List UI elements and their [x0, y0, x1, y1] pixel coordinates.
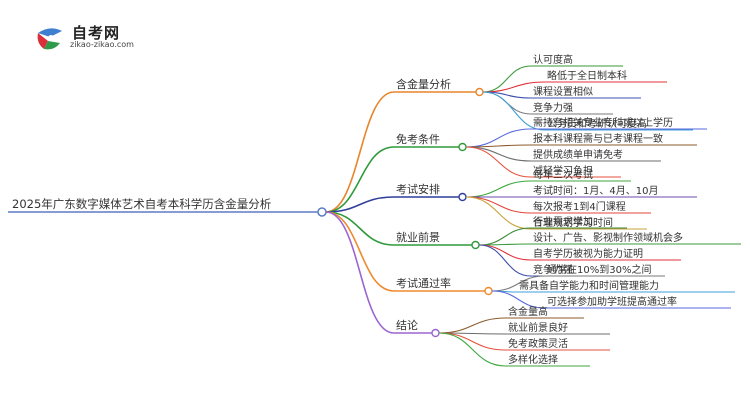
leaf-label[interactable]: 公务员和考研认可度高	[547, 117, 647, 130]
leaf-connector	[491, 290, 546, 309]
leaf-label[interactable]: 含金量高	[508, 305, 548, 318]
branch-node-dot[interactable]	[458, 142, 467, 152]
leaf-label[interactable]: 就业前景良好	[508, 321, 568, 334]
branch-connector	[325, 196, 395, 213]
leaf-label[interactable]: 每次报考1到4门课程	[533, 200, 626, 213]
leaf-label[interactable]: 免考政策灵活	[508, 337, 568, 350]
branch-label[interactable]: 结论	[396, 318, 418, 332]
leaf-label[interactable]: 需持有相关专业专科或以上学历	[533, 116, 673, 129]
leaf-label[interactable]: 考试时间：1月、4月、10月	[533, 184, 658, 197]
leaf-label[interactable]: 通常在10%到30%之间	[547, 263, 651, 276]
leaf-connector	[465, 196, 532, 230]
leaf-connector	[482, 65, 532, 93]
leaf-connector	[438, 332, 507, 367]
branch-connector	[325, 211, 395, 246]
leaf-label[interactable]: 需具备自学能力和时间管理能力	[519, 279, 659, 292]
leaf-connector	[478, 244, 532, 277]
branch-node-dot[interactable]	[475, 87, 484, 97]
leaf-connector	[438, 317, 507, 334]
branch-node-dot[interactable]	[484, 286, 493, 296]
leaf-label[interactable]: 多样化选择	[508, 353, 558, 366]
leaf-connector	[465, 196, 532, 214]
leaf-connector	[438, 332, 507, 351]
leaf-label[interactable]: 行业需求增加	[533, 215, 593, 228]
branch-node-dot[interactable]	[431, 328, 440, 338]
leaf-connector	[478, 244, 532, 261]
leaf-label[interactable]: 减轻学习负担	[533, 164, 593, 177]
leaf-label[interactable]: 可选择参加助学班提高通过率	[547, 295, 677, 308]
leaf-label[interactable]: 自考学历被视为能力证明	[533, 247, 643, 260]
logo-mark-icon	[37, 28, 62, 50]
branch-node-dot[interactable]	[471, 240, 480, 250]
leaf-connector	[482, 81, 546, 93]
leaf-connector	[465, 146, 532, 162]
leaf-label[interactable]: 合理规划学习时间	[533, 216, 613, 229]
leaf-label[interactable]: 报本科课程需与已考课程一致	[533, 132, 663, 145]
branch-connector	[325, 91, 395, 213]
branch-connector	[325, 211, 395, 292]
leaf-connector	[465, 128, 532, 148]
leaf-label[interactable]: 认可度高	[533, 53, 573, 66]
branch-connector	[325, 146, 395, 213]
branch-node-dot[interactable]	[458, 192, 467, 202]
branch-connector	[325, 211, 395, 334]
leaf-connector	[465, 180, 532, 198]
branch-label[interactable]: 考试安排	[396, 182, 440, 196]
leaf-label[interactable]: 提供成绩单申请免考	[533, 148, 623, 161]
leaf-connector	[478, 227, 532, 246]
branch-label[interactable]: 免考条件	[396, 132, 440, 146]
leaf-label[interactable]: 设计、广告、影视制作领域机会多	[533, 231, 683, 244]
leaf-label[interactable]: 课程设置相似	[533, 85, 593, 98]
leaf-label[interactable]: 竞争力强	[533, 263, 573, 276]
leaf-label[interactable]: 竞争力强	[533, 101, 573, 114]
logo-url: zikao-zikao.com	[70, 40, 134, 49]
root-node-dot[interactable]	[317, 207, 327, 217]
site-logo[interactable]: 自考网 zikao-zikao.com	[34, 22, 164, 52]
leaf-label[interactable]: 略低于全日制本科	[547, 69, 627, 82]
leaf-connector	[491, 275, 546, 292]
branch-label[interactable]: 含金量分析	[396, 77, 451, 91]
root-label: 2025年广东数字媒体艺术自考本科学历含金量分析	[12, 197, 271, 211]
logo-title: 自考网	[72, 24, 121, 42]
branch-label[interactable]: 就业前景	[396, 230, 440, 244]
branch-label[interactable]: 考试通过率	[396, 276, 451, 290]
leaf-label[interactable]: 每年三次考试	[533, 168, 593, 181]
leaf-connector	[465, 146, 532, 178]
